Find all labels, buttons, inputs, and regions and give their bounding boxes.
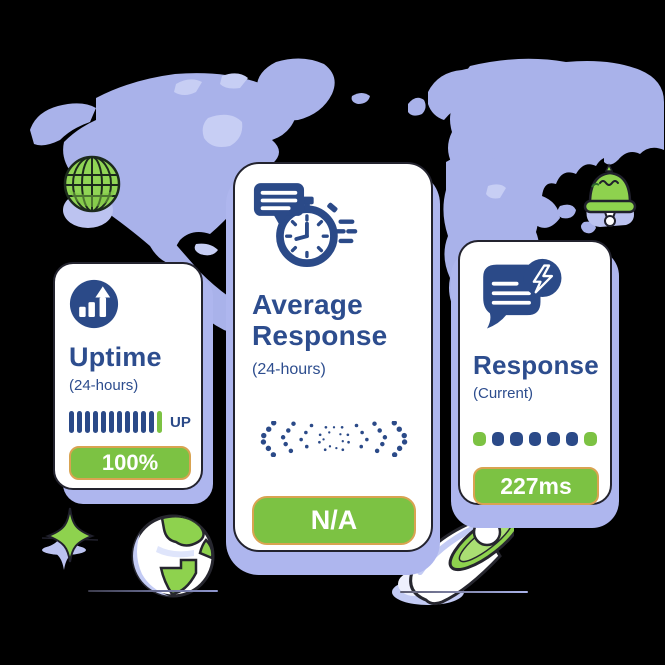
current-response-title: Response <box>473 350 599 380</box>
average-response-subtitle: (24-hours) <box>252 360 326 378</box>
stopwatch-chat-icon <box>252 181 414 273</box>
uptime-card: Uptime (24-hours) UP 100% <box>53 262 203 490</box>
ground-line <box>88 590 218 592</box>
ground-line <box>400 591 528 593</box>
uptime-subtitle: (24-hours) <box>69 377 139 394</box>
uptime-indicator: UP <box>69 411 191 433</box>
megaphone-icon <box>392 508 514 606</box>
current-response-subtitle: (Current) <box>473 385 534 402</box>
bar-chart-up-icon <box>69 279 187 329</box>
sparkle-icon <box>41 507 99 570</box>
earth-globe-icon <box>131 514 215 598</box>
current-response-card: Response (Current) 227ms <box>458 240 612 505</box>
uptime-status-label: UP <box>170 413 191 431</box>
average-response-title: Average Response <box>252 289 388 352</box>
average-response-value-badge: N/A <box>252 495 416 545</box>
dotted-chevrons-graphic <box>252 419 414 462</box>
uptime-title: Uptime <box>69 342 162 372</box>
current-response-value-badge: 227ms <box>473 467 599 505</box>
average-response-card: Average Response (24-hours) N/A <box>233 162 433 552</box>
notification-bell-icon <box>583 163 637 227</box>
chat-lightning-icon <box>473 256 597 340</box>
uptime-value-badge: 100% <box>69 446 191 480</box>
globe-grid-icon <box>63 155 121 228</box>
uptime-bars <box>69 411 165 433</box>
response-dots <box>473 432 598 446</box>
